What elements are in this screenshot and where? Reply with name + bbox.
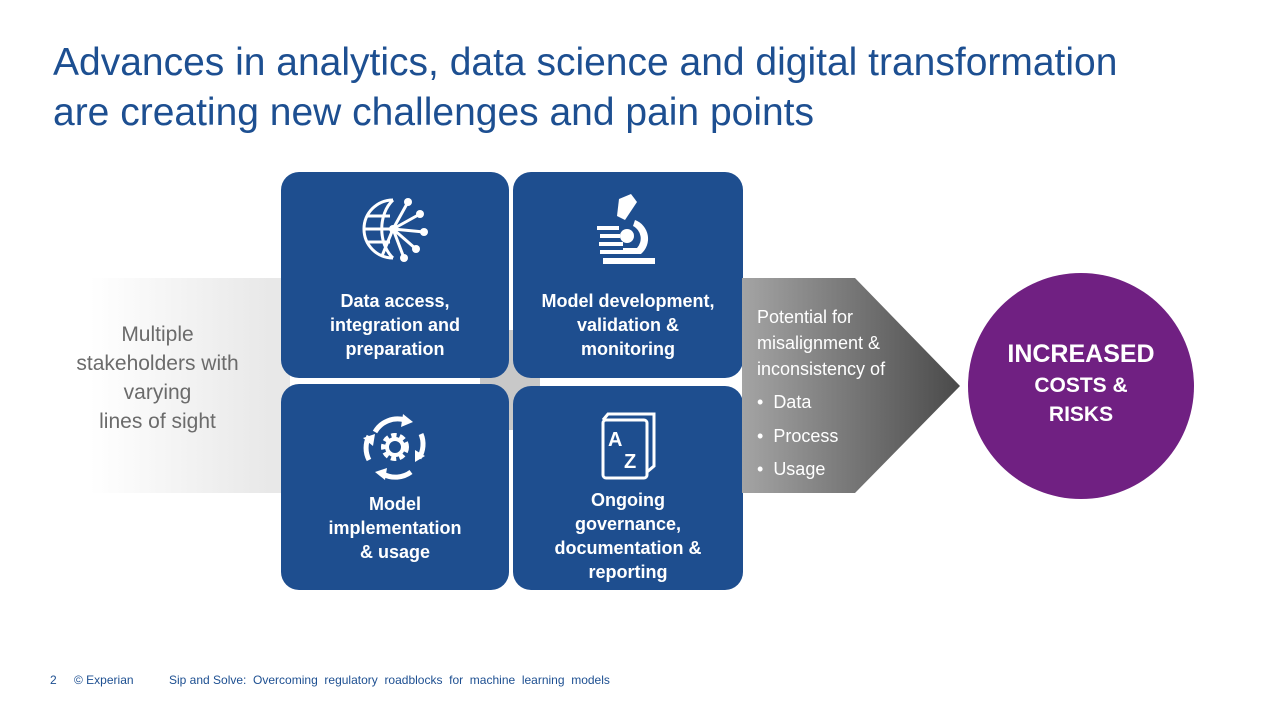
tile-label-line: governance, bbox=[574, 514, 682, 534]
arrow-intro-line: inconsistency of bbox=[757, 359, 886, 379]
tile-model-development: Model development, validation & monitori… bbox=[513, 172, 743, 378]
misalignment-list: Data Process Usage bbox=[757, 386, 885, 487]
globe-network-icon bbox=[362, 198, 428, 262]
tile-label-line: validation & bbox=[576, 315, 679, 335]
result-heading: INCREASED bbox=[1007, 340, 1155, 368]
list-item: Data bbox=[757, 386, 885, 420]
svg-text:Z: Z bbox=[624, 451, 636, 473]
result-line: COSTS & bbox=[1034, 374, 1128, 397]
title-line-2: are creating new challenges and pain poi… bbox=[53, 91, 815, 134]
tile-label-line: & usage bbox=[359, 542, 431, 562]
increased-costs-circle: INCREASED COSTS & RISKS bbox=[968, 273, 1194, 499]
tile-label-line: implementation bbox=[328, 518, 462, 538]
tile-label-line: preparation bbox=[345, 339, 445, 359]
stakeholders-line: stakeholders with bbox=[76, 352, 239, 375]
misalignment-text: Potential for misalignment & inconsisten… bbox=[757, 304, 885, 487]
list-item: Usage bbox=[757, 453, 885, 487]
gear-cycle-icon bbox=[363, 414, 426, 480]
microscope-icon bbox=[597, 194, 655, 264]
svg-text:A: A bbox=[608, 429, 622, 451]
list-item: Process bbox=[757, 420, 885, 454]
page-number: 2 bbox=[50, 673, 57, 687]
tile-label-line: integration and bbox=[330, 315, 460, 335]
tile-label-line: monitoring bbox=[581, 339, 675, 359]
stakeholder-band bbox=[90, 278, 290, 493]
tile-label-line: Data access, bbox=[340, 291, 450, 311]
tile-label-line: Model development, bbox=[541, 291, 715, 311]
a-z-book-icon: A Z bbox=[601, 412, 656, 480]
stakeholders-text: Multiple stakeholders with varying lines… bbox=[55, 320, 260, 436]
tile-label-line: reporting bbox=[588, 562, 668, 582]
tile-label-line: documentation & bbox=[554, 538, 702, 558]
arrow-intro-line: misalignment & bbox=[757, 333, 881, 353]
stakeholders-line: Multiple bbox=[121, 323, 194, 346]
arrow-intro-line: Potential for bbox=[757, 307, 854, 327]
tile-label-line: Model bbox=[369, 494, 421, 514]
tile-label-line: Ongoing bbox=[591, 490, 665, 510]
result-line: RISKS bbox=[1048, 403, 1114, 426]
stakeholders-line: lines of sight bbox=[99, 410, 216, 433]
tile-governance: A Z Ongoing governance, documentation & … bbox=[513, 386, 743, 590]
page-title: Advances in analytics, data science and … bbox=[53, 38, 1253, 138]
copyright: © Experian bbox=[74, 673, 134, 687]
deck-title: Sip and Solve: Overcoming regulatory roa… bbox=[169, 673, 610, 687]
tile-model-implementation: Model implementation & usage bbox=[281, 384, 509, 590]
stakeholders-line: varying bbox=[123, 381, 192, 404]
title-line-1: Advances in analytics, data science and … bbox=[53, 41, 1118, 84]
tile-data-access: Data access, integration and preparation bbox=[281, 172, 509, 378]
